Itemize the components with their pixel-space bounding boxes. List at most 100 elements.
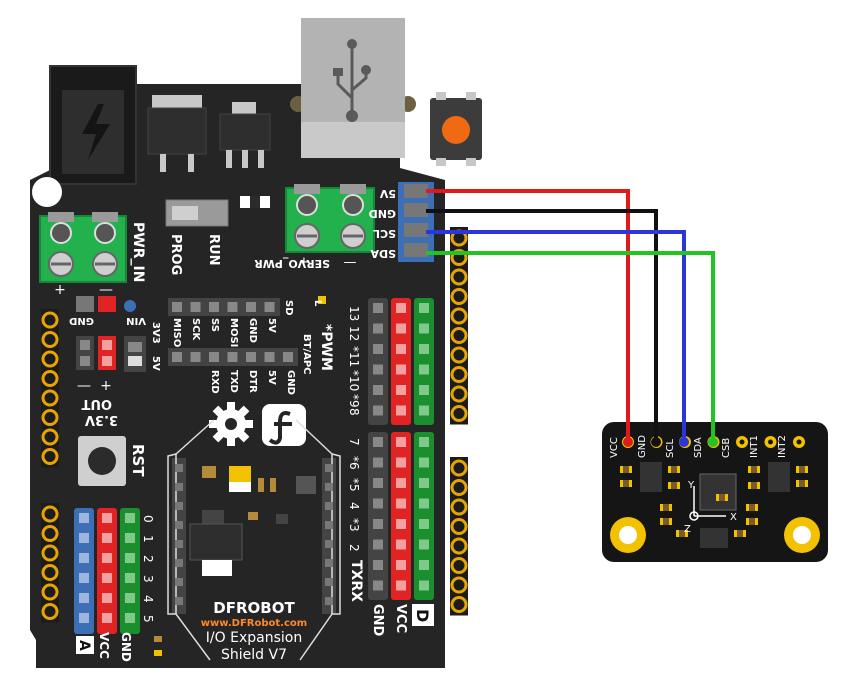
i2c-pin-scl: SCL <box>373 227 396 240</box>
spi-pins <box>172 302 293 362</box>
digital-pin-label: 12 <box>347 326 361 341</box>
analog-header-pin <box>125 593 135 603</box>
wire-gnd-gnd <box>426 209 658 442</box>
header-pin <box>41 370 59 387</box>
digital-pin-label: *9 <box>347 394 361 408</box>
uart-gnd: GND <box>285 370 296 395</box>
i2c-pin-gnd: GND <box>369 207 396 220</box>
arduino-header-left-lower <box>41 503 59 623</box>
header-strip <box>450 457 468 616</box>
sensor-smd-body <box>679 530 685 537</box>
pwr-in-label: PWR_IN <box>130 222 146 282</box>
voltage-regulator <box>147 95 207 172</box>
uart-pin <box>190 352 201 362</box>
analog-header-pin <box>102 553 112 563</box>
header-pin <box>450 405 468 422</box>
d-badge-label: D <box>413 609 432 622</box>
wires <box>426 189 718 447</box>
voltage-selector-jumper[interactable] <box>124 300 146 372</box>
analog-header-pin <box>102 533 112 543</box>
signal-header-column <box>414 432 434 600</box>
header-pin <box>41 389 59 407</box>
header-pin <box>450 576 468 594</box>
header-pin <box>41 448 59 465</box>
digital-header-pin <box>396 580 406 591</box>
digital-header-pin <box>396 344 406 354</box>
analog-header-pin <box>79 533 89 543</box>
top-reset-button[interactable] <box>430 92 482 166</box>
wire-5v-vcc <box>426 189 630 442</box>
digital-pin-labels: 13 12 *11 *10 *9 8 7 *6 *5 4 *3 2 <box>347 306 361 552</box>
brand-label: DFROBOT <box>213 599 295 617</box>
digital-header-pin <box>396 437 406 447</box>
sensor-pin-hole <box>768 439 773 445</box>
analog-pin-label: 1 <box>141 535 155 543</box>
spi-pin <box>172 302 182 312</box>
d-badge <box>412 604 434 626</box>
digital-header-pin <box>419 303 429 313</box>
sensor-pin-label: INT2 <box>777 435 788 458</box>
vcc-header-column <box>391 432 411 600</box>
sensor-pin-labels: VCC GND SCL SDA CSB INT1 INT2 <box>609 435 788 458</box>
i2c-label: I2C <box>449 196 463 218</box>
digital-header-pin <box>419 560 429 570</box>
gnd-column-label: GND <box>370 604 385 637</box>
spi-pin <box>246 302 256 312</box>
header-pin <box>450 596 468 613</box>
txrx-label: TXRX <box>348 560 364 602</box>
header-pin <box>41 544 59 562</box>
header-pin <box>41 331 59 348</box>
analog-pin-label: 4 <box>141 595 155 603</box>
header-pin <box>450 307 468 325</box>
sensor-smd-body <box>749 518 755 525</box>
spi-mosi: MOSI <box>228 318 239 347</box>
digital-header-pin <box>373 519 383 529</box>
wire-end-sda <box>708 437 718 447</box>
rst-button[interactable] <box>78 436 126 486</box>
digital-header-pin <box>396 539 406 550</box>
digital-header-pin <box>373 437 383 447</box>
uart-5v: 5V <box>266 370 277 385</box>
analog-header-pin <box>125 553 135 563</box>
header-pin <box>450 537 468 555</box>
header-pin <box>41 311 59 329</box>
i2c-pin-sda: SDA <box>370 247 396 260</box>
digital-header-pin <box>373 385 383 395</box>
out-minus: — <box>77 378 91 394</box>
title-line1: I/O Expansion <box>206 630 302 646</box>
spi-pin <box>190 302 201 312</box>
analog-header-pin <box>125 613 135 623</box>
sensor-smd-body <box>623 466 629 473</box>
digital-header-pin <box>396 364 406 375</box>
header-pin <box>450 479 468 496</box>
header-pin <box>41 428 59 446</box>
header-pin <box>450 346 468 364</box>
v33-label: 3.3V <box>85 412 118 427</box>
digital-pin-label: *11 <box>347 346 361 367</box>
header-pin <box>41 505 59 523</box>
wire-end-gnd <box>651 437 661 447</box>
uart-pin <box>209 352 219 362</box>
digital-pin-label: *5 <box>347 478 361 492</box>
xbee-pin <box>325 464 333 472</box>
prog-run-switch[interactable] <box>165 199 229 227</box>
digital-header-pin <box>396 498 406 509</box>
servo-plus: + <box>299 255 310 270</box>
sensor-smd-body <box>799 466 805 473</box>
digital-header-pin <box>396 478 406 488</box>
header-pin <box>41 583 59 601</box>
website-label: www.DFRobot.com <box>201 618 307 629</box>
title-line2: Shield V7 <box>221 647 287 663</box>
digital-pin-label: 8 <box>347 408 361 416</box>
header-pin <box>450 459 468 477</box>
out-label: OUT <box>81 396 112 411</box>
sensor-smd-body <box>799 480 805 487</box>
header-pin <box>450 498 468 516</box>
uart-pin <box>264 352 275 362</box>
sensor-pin-label: CSB <box>721 438 732 458</box>
digital-header-pin <box>396 385 406 395</box>
xbee-socket <box>167 419 341 661</box>
header-pin <box>41 350 59 368</box>
digital-header-pin <box>396 519 406 529</box>
